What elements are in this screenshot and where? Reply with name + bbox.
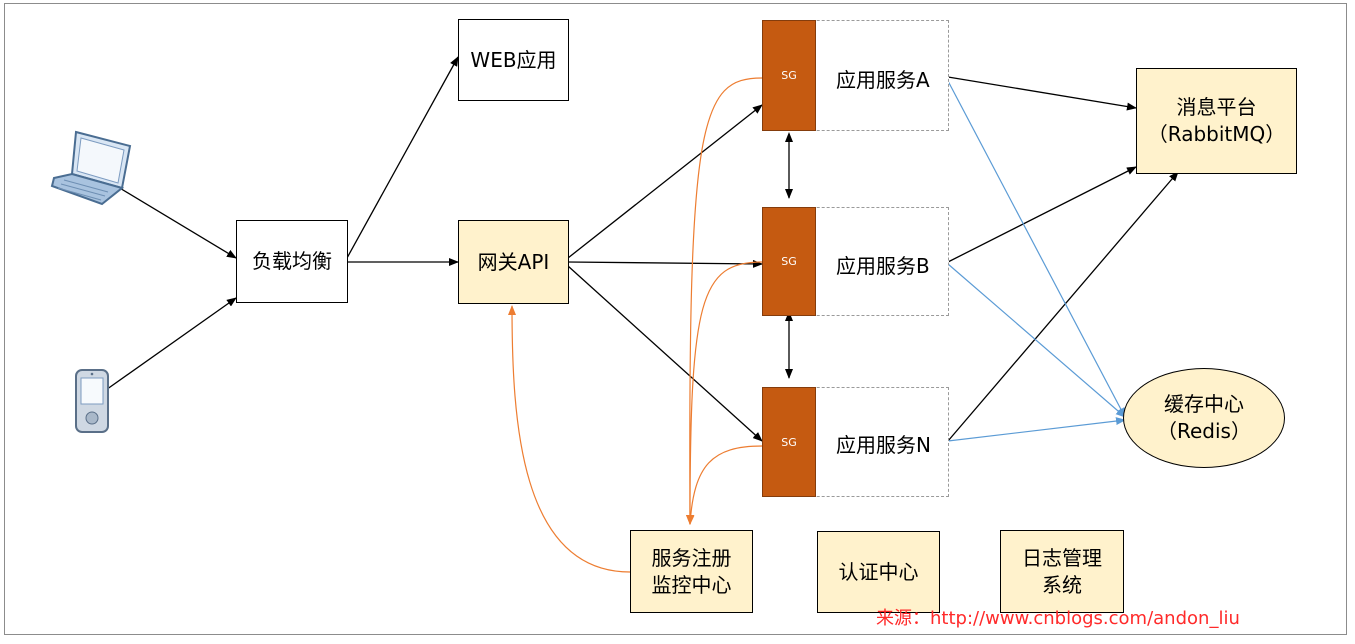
auth-center-label: 认证中心 <box>838 559 919 584</box>
arrow-phone-to-lb <box>102 297 237 393</box>
arrow-service-n-to-mq <box>947 171 1179 442</box>
load-balancer-box: 负载均衡 <box>236 220 348 303</box>
arrow-service-b-to-mq <box>947 166 1137 263</box>
service-a-sg-label: SG <box>781 69 797 82</box>
arrow-service-b-to-cache <box>947 263 1126 418</box>
service-a-sg: SG <box>762 20 816 131</box>
cache-center-ellipse: 缓存中心 （Redis） <box>1123 368 1285 468</box>
message-platform-box: 消息平台 （RabbitMQ） <box>1136 68 1297 174</box>
service-b-label: 应用服务B <box>836 254 930 278</box>
arrow-registry-to-gateway <box>508 305 631 573</box>
log-management-line1: 日志管理 <box>1022 545 1102 570</box>
source-note: 来源：http://www.cnblogs.com/andon_liu <box>876 608 1240 629</box>
message-platform-title: 消息平台 <box>1176 95 1257 119</box>
diagram-frame <box>4 3 1347 635</box>
message-platform-subtitle: （RabbitMQ） <box>1147 122 1286 146</box>
arrow-service-a-to-cache <box>947 80 1126 418</box>
arrow-service-n-to-registry <box>686 445 763 525</box>
arrow-service-a-to-registry <box>685 77 763 525</box>
service-n-sg: SG <box>762 387 816 497</box>
service-n-label: 应用服务N <box>836 433 931 457</box>
arrow-service-a-to-mq <box>947 76 1137 111</box>
arrow-laptop-to-lb <box>117 186 237 259</box>
arrow-gateway-to-service-b <box>567 259 763 268</box>
cache-center-title: 缓存中心 <box>1164 392 1244 416</box>
log-management-box: 日志管理 系统 <box>1000 530 1124 613</box>
registry-monitor-line2: 监控中心 <box>651 572 732 597</box>
arrow-service-b-to-registry <box>686 261 763 525</box>
log-management-line2: 系统 <box>1042 572 1082 597</box>
arrow-service-n-to-cache <box>947 417 1126 442</box>
registry-monitor-line1: 服务注册 <box>651 545 732 570</box>
load-balancer-label: 负载均衡 <box>252 249 332 273</box>
web-app-box: WEB应用 <box>458 19 569 101</box>
mobile-phone-icon <box>75 369 109 433</box>
cache-center-subtitle: （Redis） <box>1157 419 1251 443</box>
gateway-api-box: 网关API <box>458 220 569 304</box>
service-a-label: 应用服务A <box>836 68 930 92</box>
web-app-label: WEB应用 <box>470 47 557 72</box>
arrow-gateway-to-service-a <box>567 104 763 259</box>
service-b-sg-label: SG <box>781 255 797 268</box>
arrow-gateway-to-service-n <box>567 265 763 442</box>
registry-monitor-box: 服务注册 监控中心 <box>630 530 753 613</box>
gateway-api-label: 网关API <box>477 249 550 274</box>
service-b-sg: SG <box>762 207 816 316</box>
arrow-lb-to-web <box>346 56 459 259</box>
service-n-sg-label: SG <box>781 435 797 449</box>
auth-center-box: 认证中心 <box>817 531 940 613</box>
laptop-icon <box>50 130 132 206</box>
